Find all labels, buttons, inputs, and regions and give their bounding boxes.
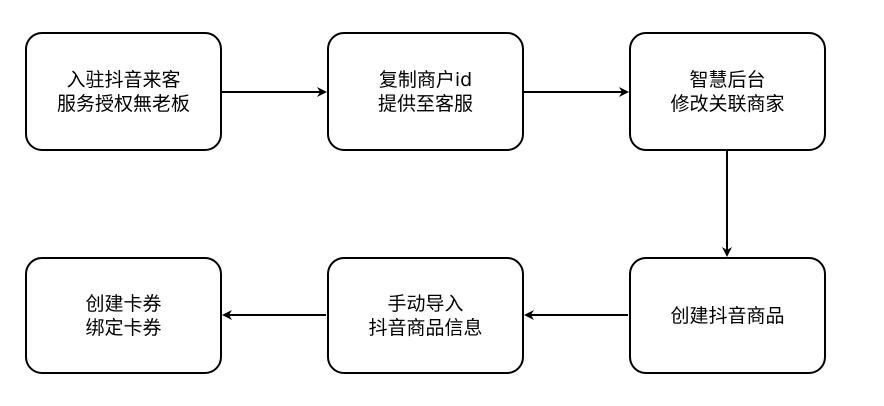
step-copy-merchant-id-line-2: 提供至客服 <box>377 92 473 115</box>
step-copy-merchant-id: 复制商户id 提供至客服 <box>327 32 524 151</box>
step-create-douyin-product: 创建抖音商品 <box>629 257 826 374</box>
step-smart-backend-link-merchant-line-1: 智慧后台 <box>689 68 766 91</box>
step-join-douyin-authorize-line-1: 入驻抖音来客 <box>66 68 181 91</box>
step-import-product-info-line-1: 手动导入 <box>387 292 464 315</box>
step-create-bind-coupon-line-1: 创建卡券 <box>85 292 162 315</box>
step-create-bind-coupon: 创建卡券 绑定卡券 <box>25 257 222 374</box>
step-join-douyin-authorize-line-2: 服务授权無老板 <box>56 92 190 115</box>
step-import-product-info: 手动导入 抖音商品信息 <box>327 257 524 374</box>
step-create-bind-coupon-line-2: 绑定卡券 <box>85 316 162 339</box>
step-join-douyin-authorize: 入驻抖音来客 服务授权無老板 <box>25 32 222 151</box>
step-create-douyin-product-line-1: 创建抖音商品 <box>670 304 785 327</box>
step-smart-backend-link-merchant: 智慧后台 修改关联商家 <box>629 32 826 151</box>
step-copy-merchant-id-line-1: 复制商户id <box>378 68 473 91</box>
step-import-product-info-line-2: 抖音商品信息 <box>368 316 483 339</box>
step-smart-backend-link-merchant-line-2: 修改关联商家 <box>670 92 785 115</box>
